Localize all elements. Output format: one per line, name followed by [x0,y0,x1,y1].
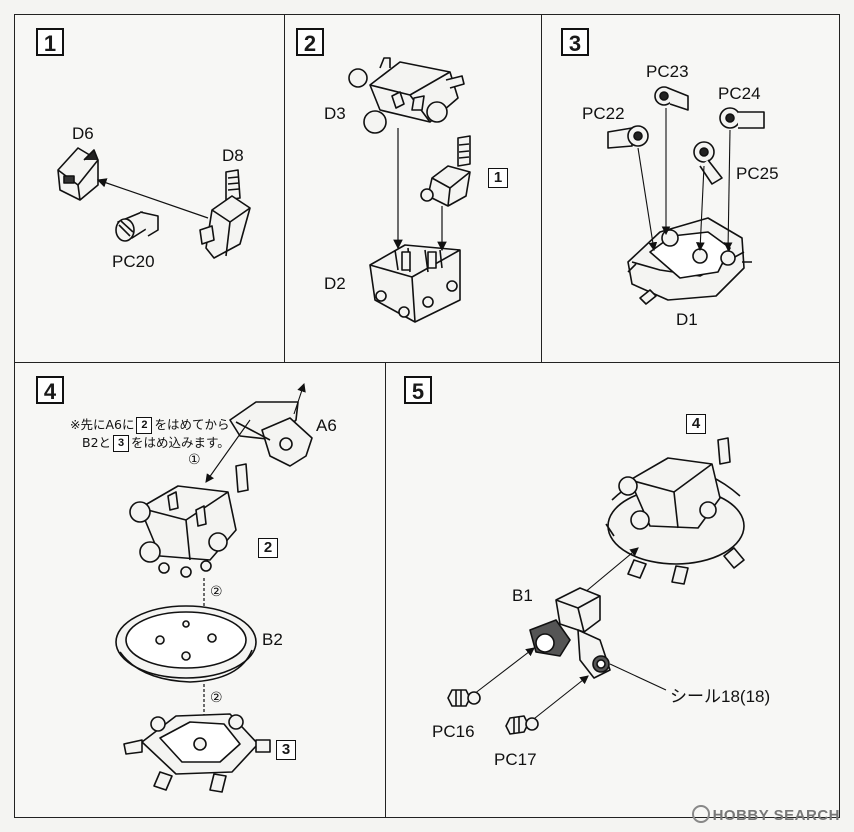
step-1-number: 1 [36,28,64,56]
part-a6 [229,401,313,467]
label-pc23: PC23 [646,62,689,81]
ref-step-1: 1 [488,168,508,188]
label-pc20: PC20 [112,252,155,271]
part-pc23 [654,86,689,111]
note-line1-pre: ※先にA6に [70,417,135,432]
ref-step-2: 2 [258,538,278,558]
part-pc17 [505,715,539,735]
part-d6 [57,147,99,201]
order-mark-2a: ② [210,584,223,600]
note-line2-post: をはめ込みます。 [131,435,230,450]
part-d3 [348,57,465,134]
part-pc25 [693,141,723,185]
ref-step-3: 3 [276,740,296,760]
hobby-search-logo-icon [691,805,710,823]
part-d3-assembly-step4 [129,463,249,578]
label-d6: D6 [72,124,94,143]
note-line1-post: をはめてから [154,417,230,432]
part-b1 [529,587,611,679]
part-pc20 [115,211,159,242]
label-pc24: PC24 [718,84,761,103]
label-d8: D8 [222,146,244,165]
label-pc16: PC16 [432,722,475,741]
label-d2: D2 [324,274,346,293]
step-2-number: 2 [296,28,324,56]
label-d3: D3 [324,104,346,123]
label-b2: B2 [262,630,283,649]
label-seal18: シール18(18) [670,687,771,706]
order-mark-1: ① [188,452,201,468]
part-d3-d1-assembly-step5 [605,437,745,585]
part-pc16 [447,689,481,707]
label-d1: D1 [676,310,698,329]
step-5-panel [385,362,840,818]
part-pc24 [719,107,765,129]
part-b2 [115,605,257,683]
part-d8 [199,169,251,259]
label-pc25: PC25 [736,164,779,183]
label-b1: B1 [512,586,533,605]
part-d8-subassembly [420,135,471,207]
part-d1 [627,217,752,305]
part-d2 [369,244,461,323]
ref-step-4: 4 [686,414,706,434]
note-ref-3: 3 [113,435,130,452]
part-pc22 [607,125,649,149]
hobby-search-watermark: HOBBY SEARCH [691,805,840,824]
step-3-number: 3 [561,28,589,56]
order-mark-2b: ② [210,690,223,706]
watermark-text: HOBBY SEARCH [712,807,840,824]
step-5-number: 5 [404,376,432,404]
label-a6: A6 [316,416,337,435]
label-pc17: PC17 [494,750,537,769]
note-ref-2: 2 [136,417,153,434]
part-d1-assembly-step4 [123,713,271,793]
step-4-number: 4 [36,376,64,404]
label-pc22: PC22 [582,104,625,123]
note-line2-pre: B2と [82,435,112,450]
